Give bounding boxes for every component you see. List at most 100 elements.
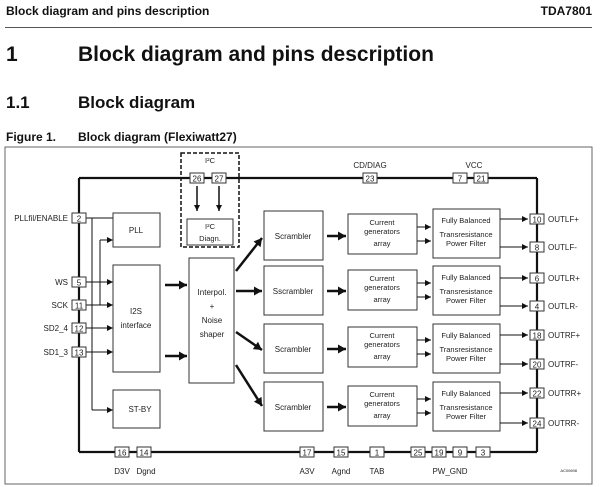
left-pin-label: WS — [55, 278, 68, 287]
scrambler-block — [263, 323, 324, 374]
stby-block — [112, 389, 161, 429]
interpol-block — [188, 257, 235, 384]
filter-label: Power Filter — [446, 354, 487, 363]
pin-box — [362, 172, 378, 184]
left-pin-label: PLLfil/ENABLE — [14, 214, 68, 223]
pin-box — [452, 172, 468, 184]
i2s-label: interface — [121, 321, 152, 330]
pin-box — [299, 446, 315, 458]
pin-number: 26 — [193, 175, 202, 184]
pin-number: 19 — [435, 449, 444, 458]
current-gen-block — [347, 326, 418, 368]
pin-number: 15 — [337, 449, 346, 458]
arrow-head — [425, 280, 431, 286]
current-gen-label: array — [373, 239, 390, 248]
right-pin-label: OUTLR- — [548, 302, 578, 311]
filter-block — [432, 381, 501, 432]
pin-box — [529, 417, 545, 429]
figure-label: Figure 1. — [6, 130, 57, 144]
pin-number: 7 — [458, 175, 463, 184]
heading2-number: 1.1 — [6, 93, 30, 112]
arrow-head — [522, 390, 528, 396]
pin-box — [452, 446, 468, 458]
bottom-pin-label: Agnd — [332, 467, 351, 476]
arrow-head — [425, 410, 431, 416]
i2c-diag-label: Diagn. — [199, 234, 221, 243]
pin-box — [369, 446, 385, 458]
current-gen-label: Current — [369, 390, 395, 399]
pin-box — [431, 446, 447, 458]
filter-label: Transresistance — [439, 345, 492, 354]
pin-number: 23 — [366, 175, 375, 184]
pin-box — [529, 241, 545, 253]
arrow-head — [425, 351, 431, 357]
pin-box — [333, 446, 349, 458]
arrow-head — [522, 303, 528, 309]
current-gen-block — [347, 269, 418, 311]
current-gen-label: generators — [364, 399, 400, 408]
pin-box — [529, 213, 545, 225]
scrambler-label: Scrambler — [275, 403, 312, 412]
current-gen-block — [347, 385, 418, 427]
arrow-head — [252, 341, 262, 350]
scrambler-block — [263, 265, 324, 316]
pin-box — [410, 446, 426, 458]
pin-number: 5 — [77, 279, 82, 288]
right-pin-label: OUTRR+ — [548, 389, 581, 398]
arrow-head — [107, 407, 113, 413]
pin-number: 8 — [535, 244, 540, 253]
current-gen-label: array — [373, 295, 390, 304]
filter-label: Transresistance — [439, 230, 492, 239]
current-gen-label: Current — [369, 331, 395, 340]
arrow-head — [522, 332, 528, 338]
arrow-head — [522, 244, 528, 250]
current-gen-label: array — [373, 352, 390, 361]
arrow-head — [179, 351, 187, 361]
pin-box — [529, 272, 545, 284]
left-pin-label: SD1_3 — [44, 348, 69, 357]
arrow-head — [425, 238, 431, 244]
pin-number: 10 — [533, 216, 542, 225]
pin-box — [71, 346, 87, 358]
pin-box — [475, 446, 491, 458]
pin-number: 16 — [118, 449, 127, 458]
arrow-head — [107, 349, 113, 355]
pin-number: 3 — [481, 449, 486, 458]
left-pin-label: SD2_4 — [44, 324, 69, 333]
right-pin-label: OUTLR+ — [548, 274, 580, 283]
right-pin-label: OUTRF+ — [548, 331, 581, 340]
pin-box — [71, 299, 87, 311]
interpol-label: + — [210, 302, 215, 311]
stby-label: ST-BY — [128, 405, 152, 414]
bottom-pin-label: D3V — [114, 467, 130, 476]
arrow-head — [425, 396, 431, 402]
i2c-group-label: I²C — [205, 156, 216, 165]
bottom-pin-label: A3V — [299, 467, 315, 476]
arrow-head — [107, 237, 113, 243]
right-pin-label: OUTRF- — [548, 360, 579, 369]
filter-label: Power Filter — [446, 239, 487, 248]
filter-label: Transresistance — [439, 287, 492, 296]
pin-box — [71, 276, 87, 288]
filter-label: Transresistance — [439, 403, 492, 412]
current-gen-label: Current — [369, 218, 395, 227]
arrow-head — [338, 231, 346, 241]
arrow-head — [522, 361, 528, 367]
current-gen-label: generators — [364, 227, 400, 236]
pin-box — [529, 387, 545, 399]
filter-block — [432, 323, 501, 374]
pin-number: 2 — [77, 215, 82, 224]
pin-box — [71, 212, 87, 224]
pin-number: 11 — [75, 302, 84, 311]
pin-box — [529, 300, 545, 312]
pin-number: 22 — [533, 390, 542, 399]
right-pin-label: OUTLF- — [548, 243, 577, 252]
scrambler-label: Scrambler — [275, 232, 312, 241]
pin-number: 18 — [533, 332, 542, 341]
right-pin-label: OUTRR- — [548, 419, 579, 428]
filter-label: Fully Balanced — [441, 331, 490, 340]
heading2-title: Block diagram — [78, 93, 196, 112]
running-header-section: Block diagram and pins description — [6, 4, 210, 18]
filter-label: Fully Balanced — [441, 389, 490, 398]
